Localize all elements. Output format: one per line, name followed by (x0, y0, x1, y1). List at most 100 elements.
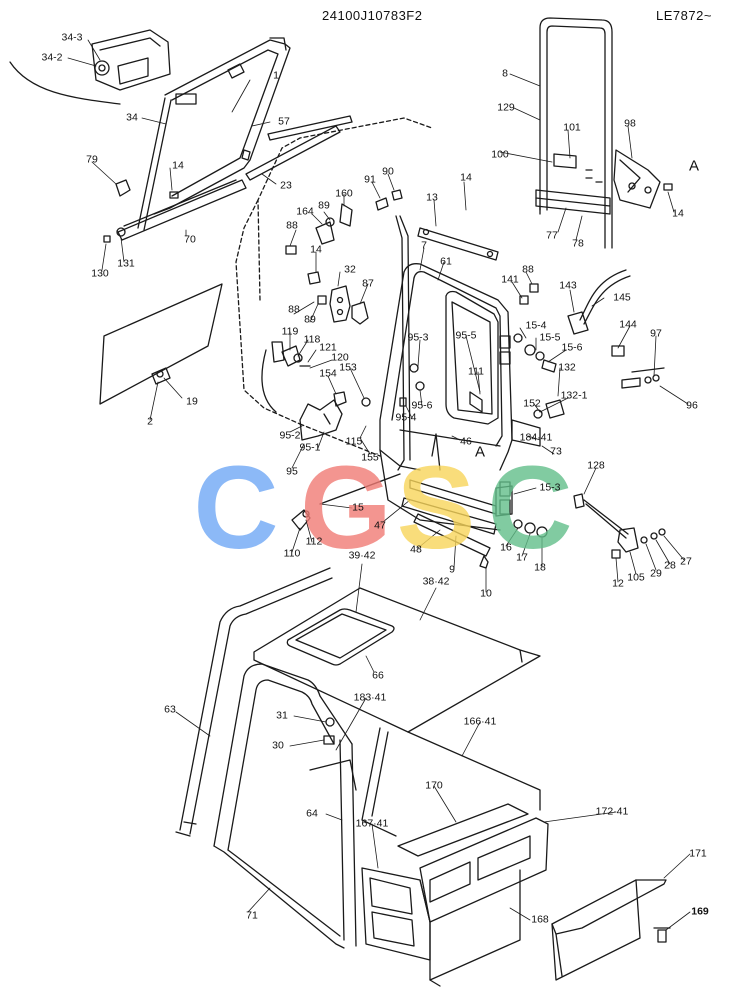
part-callout: 79 (86, 153, 98, 166)
part-callout: 34-2 (41, 51, 63, 64)
part-callout: 101 (563, 121, 581, 134)
part-callout: 30 (272, 739, 284, 752)
part-callout: 15-4 (525, 319, 547, 332)
part-callout: 15-3 (539, 481, 561, 494)
part-callout: 46 (460, 435, 472, 448)
part-callout: 63 (164, 703, 176, 716)
part-callout: 17 (516, 551, 528, 564)
part-callout: 164 (296, 205, 314, 218)
part-callout: 73 (550, 445, 562, 458)
part-callout: 38·42 (422, 575, 450, 588)
part-callout: 23 (280, 179, 292, 192)
part-callout: 110 (283, 547, 301, 560)
part-callout: 96 (686, 399, 698, 412)
part-callout: 29 (650, 567, 662, 580)
part-callout: 154 (319, 367, 337, 380)
part-callout: 89 (318, 199, 330, 212)
part-callout: 95-6 (411, 399, 433, 412)
part-callout: 98 (624, 117, 636, 130)
part-callout: 105 (627, 571, 645, 584)
part-callout: 88 (288, 303, 300, 316)
part-callout: 131 (117, 257, 135, 270)
part-callout: 47 (374, 519, 386, 532)
part-callout: 77 (546, 229, 558, 242)
part-callout: 87 (362, 277, 374, 290)
cab-side-panel (235, 117, 499, 471)
part-callout: 64 (306, 807, 318, 820)
part-callout: 39·42 (348, 549, 376, 562)
part-callout: 48 (410, 543, 422, 556)
cab-body (175, 567, 671, 987)
part-callout: 167·41 (355, 817, 389, 830)
part-callout: 66 (372, 669, 384, 682)
part-callout: 10 (480, 587, 492, 600)
part-callout: 145 (613, 291, 631, 304)
part-callout: 78 (572, 237, 584, 250)
part-callout: 95-4 (395, 411, 417, 424)
part-callout: 9 (449, 563, 455, 576)
part-callout: 100 (491, 148, 509, 161)
part-callout: 130 (91, 267, 109, 280)
part-callout: 31 (276, 709, 288, 722)
part-callout: 61 (440, 255, 452, 268)
part-callout: 88 (286, 219, 298, 232)
part-callout: 172·41 (595, 805, 629, 818)
part-callout: 171 (689, 847, 707, 860)
part-callout: 155 (361, 451, 379, 464)
part-callout: 95-2 (279, 429, 301, 442)
part-callout: 14 (172, 159, 184, 172)
leader-lines (67, 39, 691, 931)
reference-code: LE7872~ (656, 8, 712, 23)
part-callout: 160 (335, 187, 353, 200)
part-callout: 88 (522, 263, 534, 276)
part-callout: 95-1 (299, 441, 321, 454)
part-callout: 1 (273, 69, 279, 82)
part-callout: 18 (534, 561, 546, 574)
part-callout: 16 (500, 541, 512, 554)
part-callout: 28 (664, 559, 676, 572)
part-callout: 152 (523, 397, 541, 410)
part-callout: 118 (303, 333, 321, 346)
part-callout: 90 (382, 165, 394, 178)
part-callout: 71 (246, 909, 258, 922)
part-callout: A (474, 443, 486, 461)
document-code: 24100J10783F2 (322, 8, 423, 23)
part-callout: 132 (558, 361, 576, 374)
part-callout: 120 (331, 351, 349, 364)
part-callout: 184·41 (519, 431, 553, 444)
part-callout: 112 (305, 535, 323, 548)
handrail-assembly (535, 17, 673, 249)
part-callout: 2 (147, 415, 153, 428)
part-callout: 115 (345, 435, 363, 448)
part-callout: 91 (364, 173, 376, 186)
part-callout: 153 (339, 361, 357, 374)
part-callout: 19 (186, 395, 198, 408)
part-callout: 13 (426, 191, 438, 204)
part-callout: 7 (421, 239, 427, 252)
part-callout: 14 (310, 243, 322, 256)
part-callout: 57 (278, 115, 290, 128)
part-callout: 97 (650, 327, 662, 340)
part-callout: 15-6 (561, 341, 583, 354)
part-callout: 144 (619, 318, 637, 331)
part-callout: 14 (672, 207, 684, 220)
part-callout: 8 (502, 67, 508, 80)
hardware-parts-left (281, 189, 425, 531)
part-callout: 132-1 (560, 389, 588, 402)
part-callout: 95-5 (455, 329, 477, 342)
part-callout: 12 (612, 577, 624, 590)
part-callout: 32 (344, 263, 356, 276)
part-callout: 141 (501, 273, 519, 286)
part-callout: 14 (460, 171, 472, 184)
part-callout: 119 (281, 325, 299, 338)
part-callout: 95 (286, 465, 298, 478)
part-callout: 15 (352, 501, 364, 514)
part-callout: 128 (587, 459, 605, 472)
part-callout: 183·41 (353, 691, 387, 704)
part-callout: 129 (497, 101, 515, 114)
part-callout: 89 (304, 313, 316, 326)
part-callout: A (688, 157, 700, 175)
part-callout: 15-5 (539, 331, 561, 344)
part-callout: 143 (559, 279, 577, 292)
part-callout: 169 (691, 905, 709, 918)
